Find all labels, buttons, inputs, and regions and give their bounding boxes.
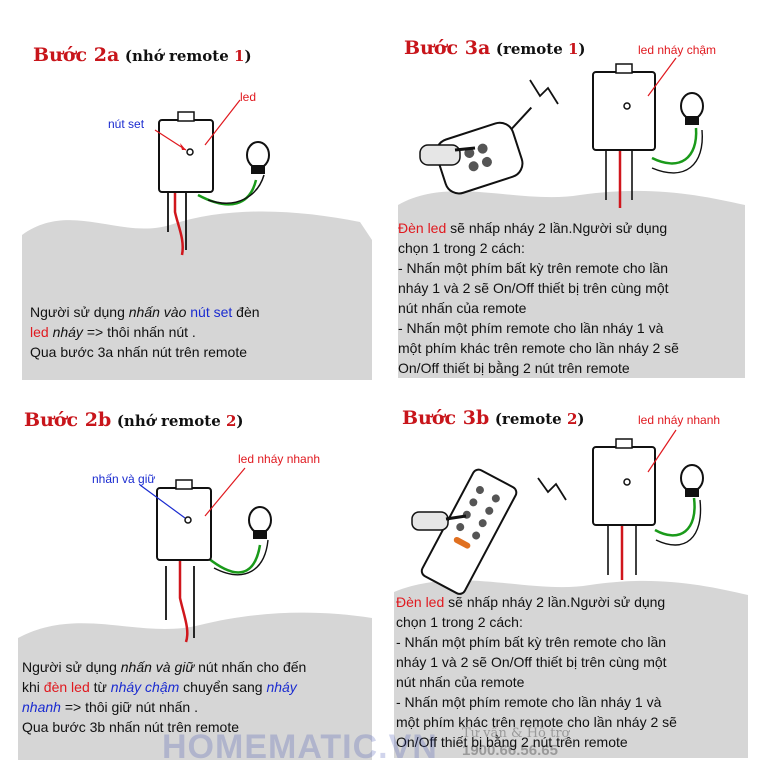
step-2b-illustration: [18, 467, 372, 760]
label-led-slow: led nháy chậm: [638, 43, 717, 57]
step-3b-illustration: [394, 429, 748, 758]
step-3a-illustration: [398, 57, 745, 378]
signal-icon: [529, 79, 559, 105]
bulb-icon: [248, 506, 272, 539]
watermark-hotline: 1900.66.56.65: [462, 742, 558, 759]
ground-shape: [18, 612, 372, 760]
ground-shape: [394, 580, 748, 758]
set-button-dot: [184, 516, 192, 524]
ground-shape: [398, 190, 745, 378]
ground-shape: [22, 211, 372, 380]
led-dot: [623, 478, 631, 486]
step-2a-illustration: [22, 99, 372, 380]
watermark-support: Tư vấn & Hỗ trợ: [462, 726, 570, 741]
step-2a-title: Bước 2a (nhớ remote 1): [33, 44, 252, 66]
signal-icon: [537, 477, 567, 501]
panel-step-2a: Bước 2a (nhớ remote 1) nút set led Người…: [0, 0, 380, 380]
bulb-icon: [680, 464, 704, 497]
step-2b-description: Người sử dụng nhấn và giữ nút nhấn cho đ…: [22, 659, 307, 735]
keypad-remote-icon: [420, 468, 518, 595]
panel-step-3b: Bước 3b (remote 2) led nháy nhanh Đèn le…: [380, 380, 760, 760]
label-led: led: [240, 90, 257, 104]
panel-step-2b: Bước 2b (nhớ remote 2) nhấn và giữ led n…: [0, 380, 380, 760]
hand-icon: [419, 144, 476, 166]
step-3a-title: Bước 3a (remote 1): [404, 37, 586, 59]
remote-control-icon: [435, 106, 533, 195]
step-2b-title: Bước 2b (nhớ remote 2): [24, 409, 244, 431]
step-3a-description: Đèn led sẽ nhấp nháy 2 lần.Người sử dụng…: [398, 220, 679, 376]
step-2a-description: Người sử dụng nhấn vào nút set đèn led n…: [30, 304, 260, 360]
watermark-brand: HOMEMATIC.VN: [162, 728, 438, 766]
label-press-hold: nhấn và giữ: [92, 472, 156, 486]
label-set-button: nút set: [108, 117, 145, 131]
step-3b-title: Bước 3b (remote 2): [402, 407, 585, 429]
receiver-box: [158, 119, 214, 193]
panel-step-3a: Bước 3a (remote 1) led nháy chậm Đèn led…: [380, 0, 760, 380]
set-button-dot: [186, 148, 194, 156]
label-led-fast: led nháy nhanh: [638, 413, 721, 427]
receiver-box: [156, 487, 212, 561]
bulb-icon: [246, 141, 270, 174]
label-led-fast: led nháy nhanh: [238, 452, 321, 466]
led-dot: [623, 102, 631, 110]
hand-icon: [411, 511, 467, 531]
bulb-icon: [680, 92, 704, 125]
step-3b-description: Đèn led sẽ nhấp nháy 2 lần.Người sử dụng…: [396, 594, 677, 750]
receiver-box: [592, 446, 656, 526]
receiver-box: [592, 71, 656, 151]
